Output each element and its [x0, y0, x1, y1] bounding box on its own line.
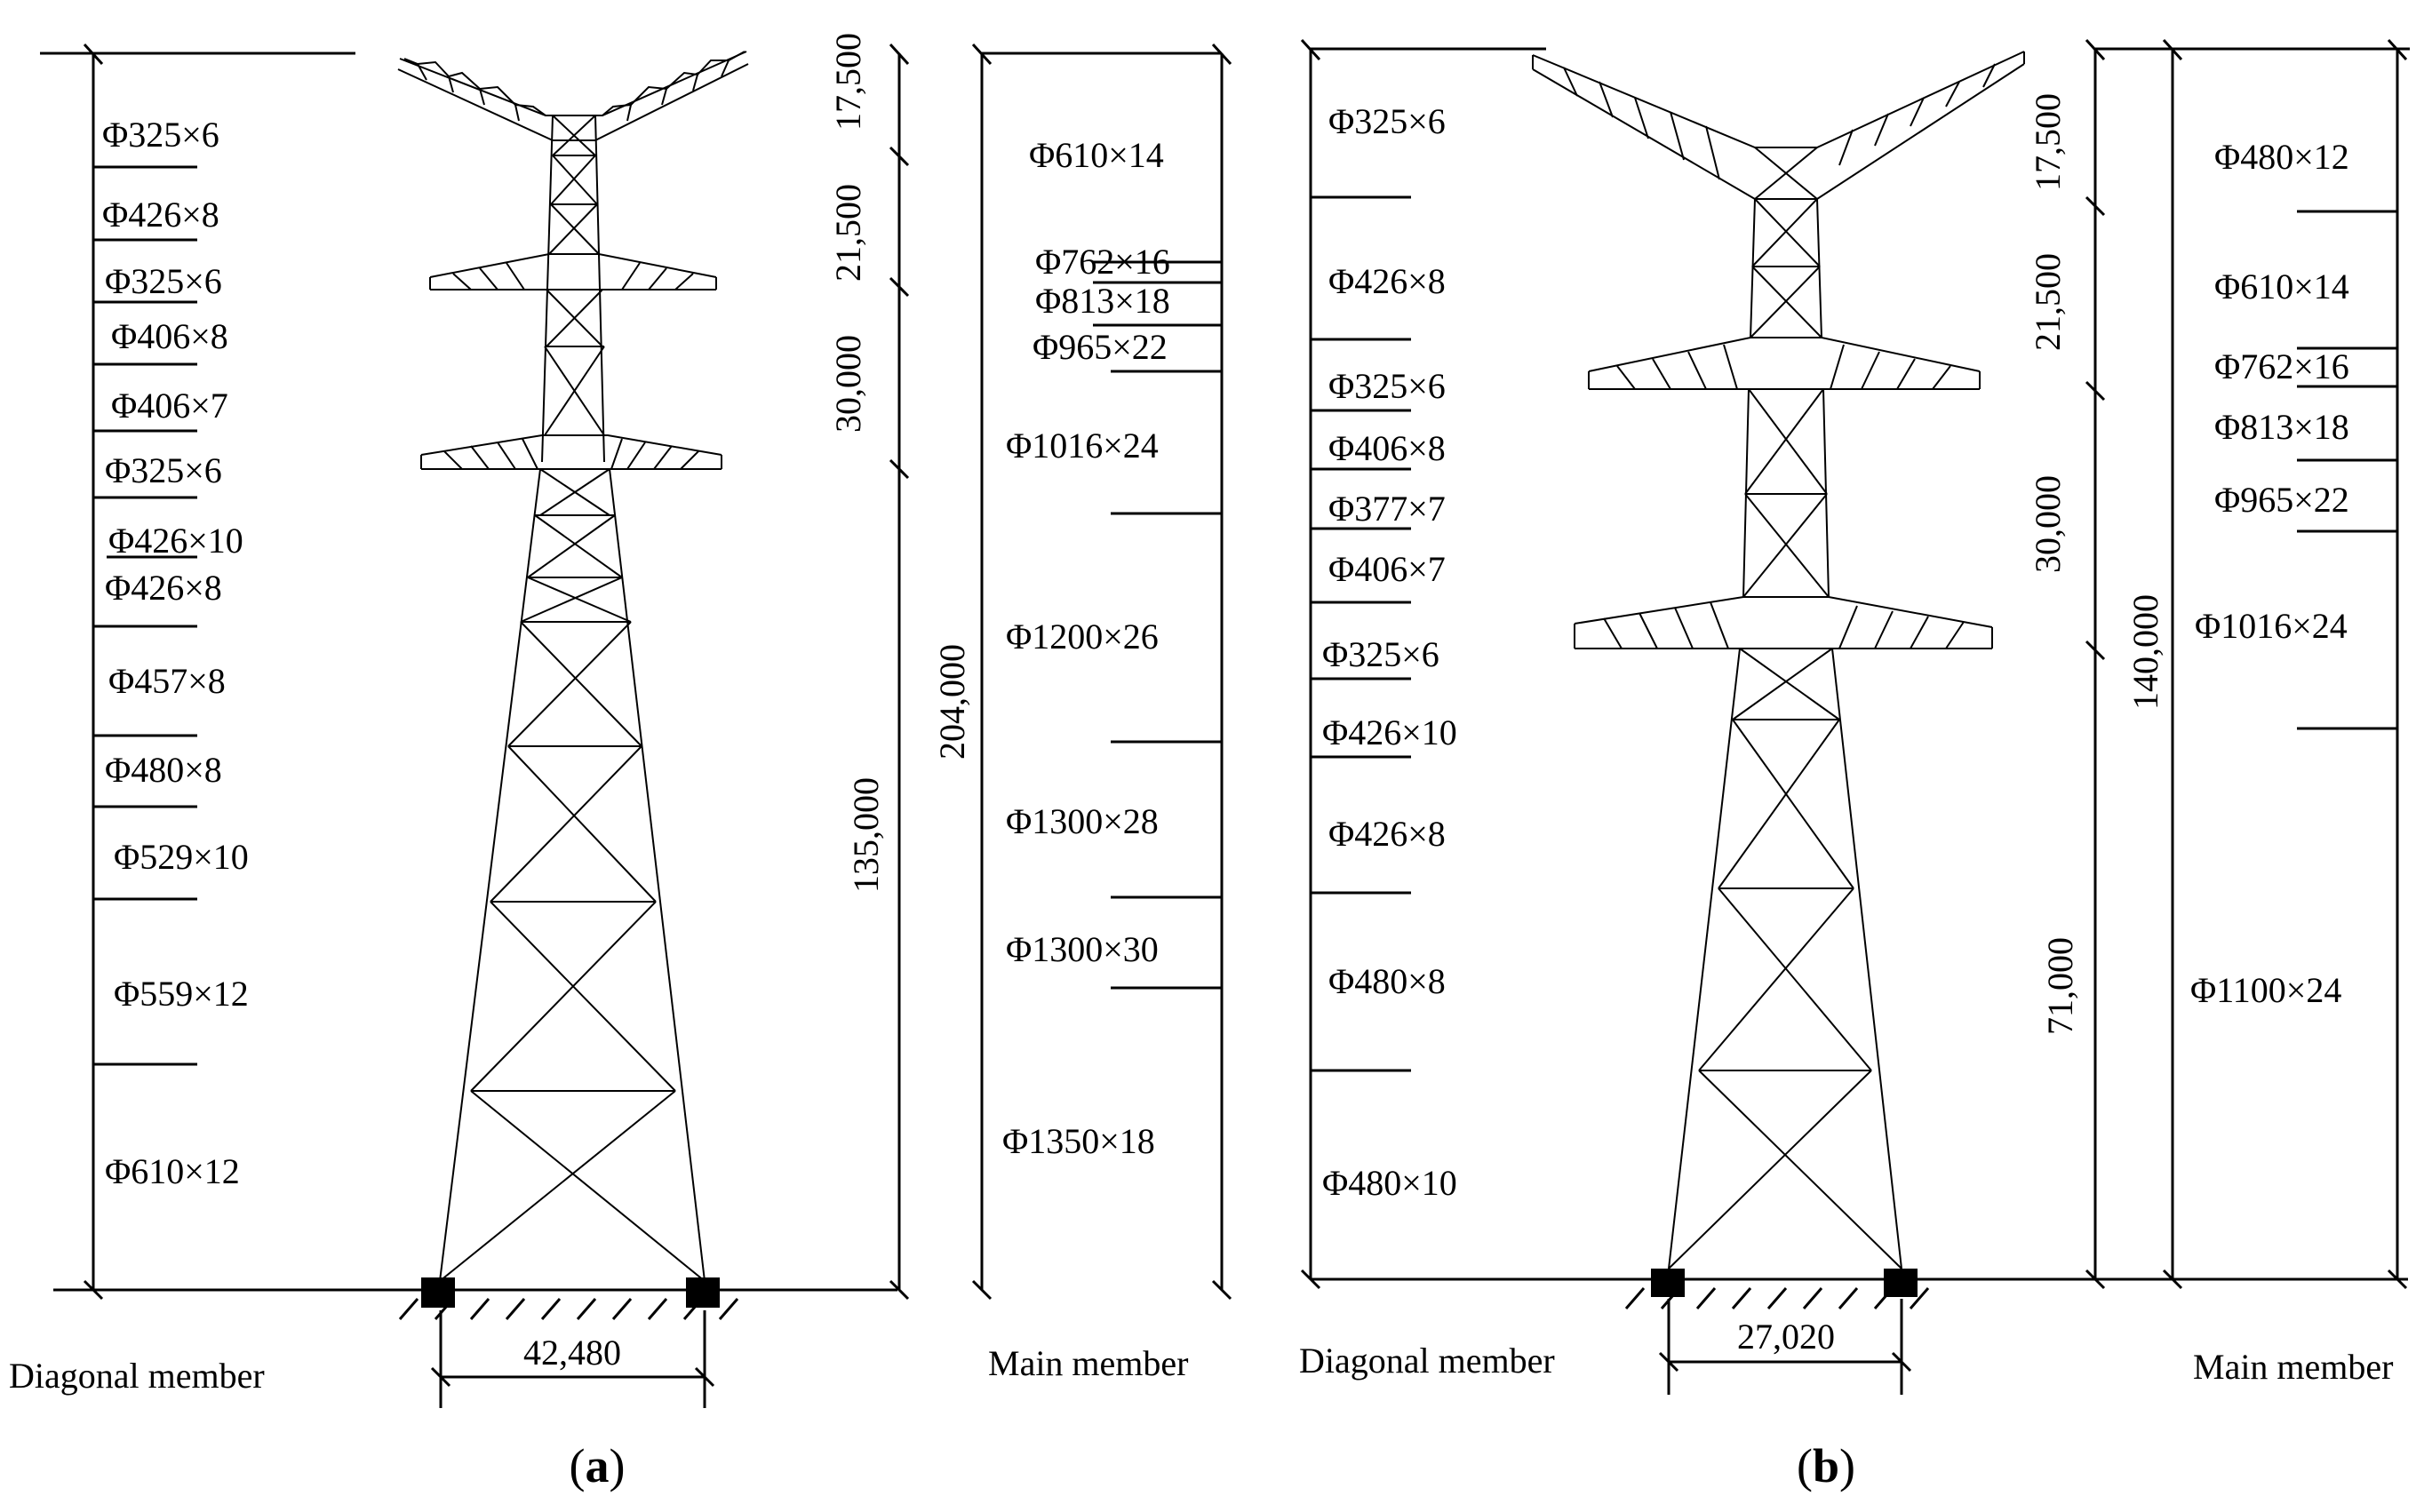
main-member-label-a: Main member [988, 1343, 1189, 1383]
total-height-label: 204,000 [932, 644, 972, 760]
main-sections-b: Φ480×12 Φ610×14 Φ762×16 Φ813×18 Φ965×22 … [2190, 137, 2349, 1010]
main-member-column-a [1093, 43, 1232, 1301]
main-section-label: Φ1016×24 [2195, 606, 2348, 646]
segment-height-label: 17,500 [2028, 93, 2068, 191]
diagonal-section-label: Φ406×7 [1328, 549, 1446, 589]
panel-caption-b: (b) [1797, 1439, 1855, 1492]
main-section-label: Φ813×18 [1035, 281, 1170, 321]
segment-height-label: 21,500 [2028, 253, 2068, 351]
diagonal-section-label: Φ406×8 [1328, 428, 1446, 468]
base-a: 42,480 [53, 1277, 897, 1408]
diagonal-section-label: Φ480×10 [1322, 1163, 1457, 1203]
tower-drawing-a [397, 51, 749, 1282]
support-block [1651, 1269, 1685, 1297]
diagonal-section-label: Φ377×7 [1328, 489, 1446, 529]
segment-height-label: 71,000 [2040, 937, 2080, 1035]
panel-a: Φ325×6 Φ426×8 Φ325×6 Φ406×8 Φ406×7 Φ325×… [9, 33, 1232, 1492]
main-section-label: Φ1016×24 [1006, 426, 1159, 466]
diagonal-section-label: Φ325×6 [105, 450, 222, 490]
tower-drawing-b [1532, 51, 2025, 1269]
diagonal-section-label: Φ426×10 [1322, 712, 1457, 752]
diagonal-section-label: Φ610×12 [105, 1151, 240, 1191]
diagonal-section-label: Φ457×8 [108, 661, 226, 701]
diagonal-sections-b: Φ325×6 Φ426×8 Φ325×6 Φ406×8 Φ377×7 Φ406×… [1322, 101, 1457, 1203]
diagonal-section-label: Φ406×7 [111, 386, 228, 426]
diagonal-section-label: Φ559×12 [114, 974, 249, 1014]
main-section-label: Φ1100×24 [2190, 970, 2341, 1010]
main-section-label: Φ1350×18 [1002, 1121, 1155, 1161]
segment-height-label: 21,500 [828, 184, 868, 282]
main-sections-a: Φ610×14 Φ762×16 Φ813×18 Φ965×22 Φ1016×24… [1002, 135, 1170, 1161]
diagonal-section-label: Φ325×6 [1328, 366, 1446, 406]
segment-height-label: 135,000 [846, 777, 886, 893]
base-width-label: 27,020 [1737, 1317, 1835, 1357]
diagonal-sections-a: Φ325×6 Φ426×8 Φ325×6 Φ406×8 Φ406×7 Φ325×… [102, 115, 249, 1191]
diagonal-section-label: Φ480×8 [105, 750, 222, 790]
main-section-label: Φ480×12 [2214, 137, 2349, 177]
segment-height-label: 30,000 [828, 335, 868, 433]
diagonal-member-label-a: Diagonal member [9, 1356, 265, 1396]
main-member-label-b: Main member [2193, 1347, 2394, 1387]
diagonal-section-label: Φ325×6 [1328, 101, 1446, 141]
main-section-label: Φ762×16 [1035, 242, 1170, 282]
diagonal-section-label: Φ325×6 [102, 115, 219, 155]
diagonal-section-label: Φ426×8 [1328, 261, 1446, 301]
height-dimensions-a [889, 43, 1222, 1301]
segment-height-labels-b: 17,500 21,500 30,000 71,000 140,000 [2028, 93, 2165, 1035]
panel-b: Φ325×6 Φ426×8 Φ325×6 Φ406×8 Φ377×7 Φ406×… [1299, 38, 2410, 1492]
segment-height-label: 30,000 [2028, 475, 2068, 573]
panel-caption-a: (a) [570, 1439, 626, 1492]
main-section-label: Φ965×22 [1033, 327, 1168, 367]
diagonal-section-label: Φ529×10 [114, 837, 249, 877]
diagonal-section-label: Φ426×10 [108, 521, 243, 561]
total-height-label: 140,000 [2125, 594, 2165, 710]
main-section-label: Φ762×16 [2214, 346, 2349, 386]
main-section-label: Φ1300×30 [1006, 929, 1159, 969]
diagonal-section-label: Φ325×6 [1322, 634, 1439, 674]
support-block [686, 1277, 720, 1308]
diagonal-section-label: Φ426×8 [1328, 814, 1446, 854]
diagonal-section-label: Φ480×8 [1328, 961, 1446, 1001]
diagonal-section-label: Φ325×6 [105, 261, 222, 301]
diagonal-section-label: Φ426×8 [105, 568, 222, 608]
main-section-label: Φ1300×28 [1006, 801, 1159, 841]
main-section-label: Φ610×14 [1029, 135, 1164, 175]
diagonal-member-column-a [40, 43, 355, 1301]
diagonal-section-label: Φ406×8 [111, 316, 228, 356]
main-member-column-b [2297, 38, 2408, 1290]
main-section-label: Φ813×18 [2214, 407, 2349, 447]
base-b: 27,020 [1311, 1269, 2408, 1395]
main-section-label: Φ610×14 [2214, 267, 2349, 306]
height-dimensions-b [2085, 38, 2410, 1290]
base-width-label: 42,480 [523, 1333, 621, 1373]
segment-height-label: 17,500 [828, 33, 868, 131]
diagonal-section-label: Φ426×8 [102, 195, 219, 235]
main-section-label: Φ1200×26 [1006, 617, 1159, 657]
main-section-label: Φ965×22 [2214, 480, 2349, 520]
diagonal-member-label-b: Diagonal member [1299, 1341, 1555, 1381]
segment-height-labels-a: 17,500 21,500 30,000 135,000 204,000 [828, 33, 972, 893]
